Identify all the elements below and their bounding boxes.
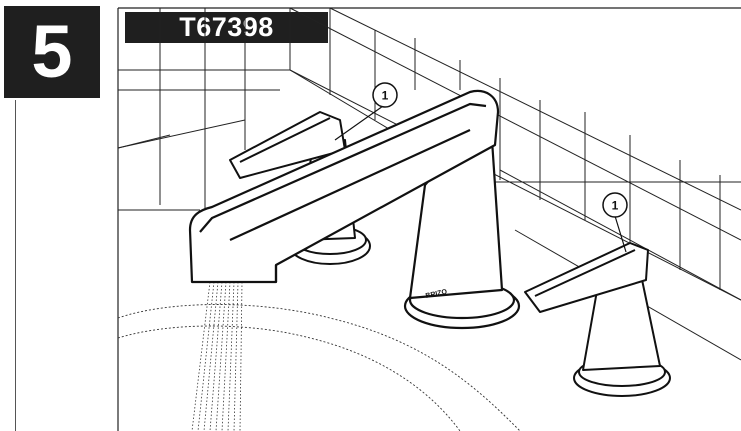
- callout-number: 1: [612, 199, 619, 213]
- left-divider-line: [15, 100, 16, 431]
- water-stream: [191, 281, 243, 431]
- callout-left-handle: 1: [334, 82, 398, 141]
- faucet-spout: [188, 89, 521, 330]
- callout-right-handle: 1: [602, 192, 628, 253]
- panel-frame: [117, 7, 741, 431]
- step-number: 5: [31, 10, 73, 93]
- right-handle: [524, 242, 671, 397]
- step-number-badge: 5: [4, 6, 100, 98]
- basin-outline: [117, 304, 521, 431]
- model-number-tag: T67398: [125, 12, 328, 43]
- callout-number: 1: [382, 89, 389, 103]
- model-number: T67398: [179, 12, 274, 42]
- tile-wall: [117, 7, 741, 361]
- brand-logo: BRIZO: [425, 288, 448, 299]
